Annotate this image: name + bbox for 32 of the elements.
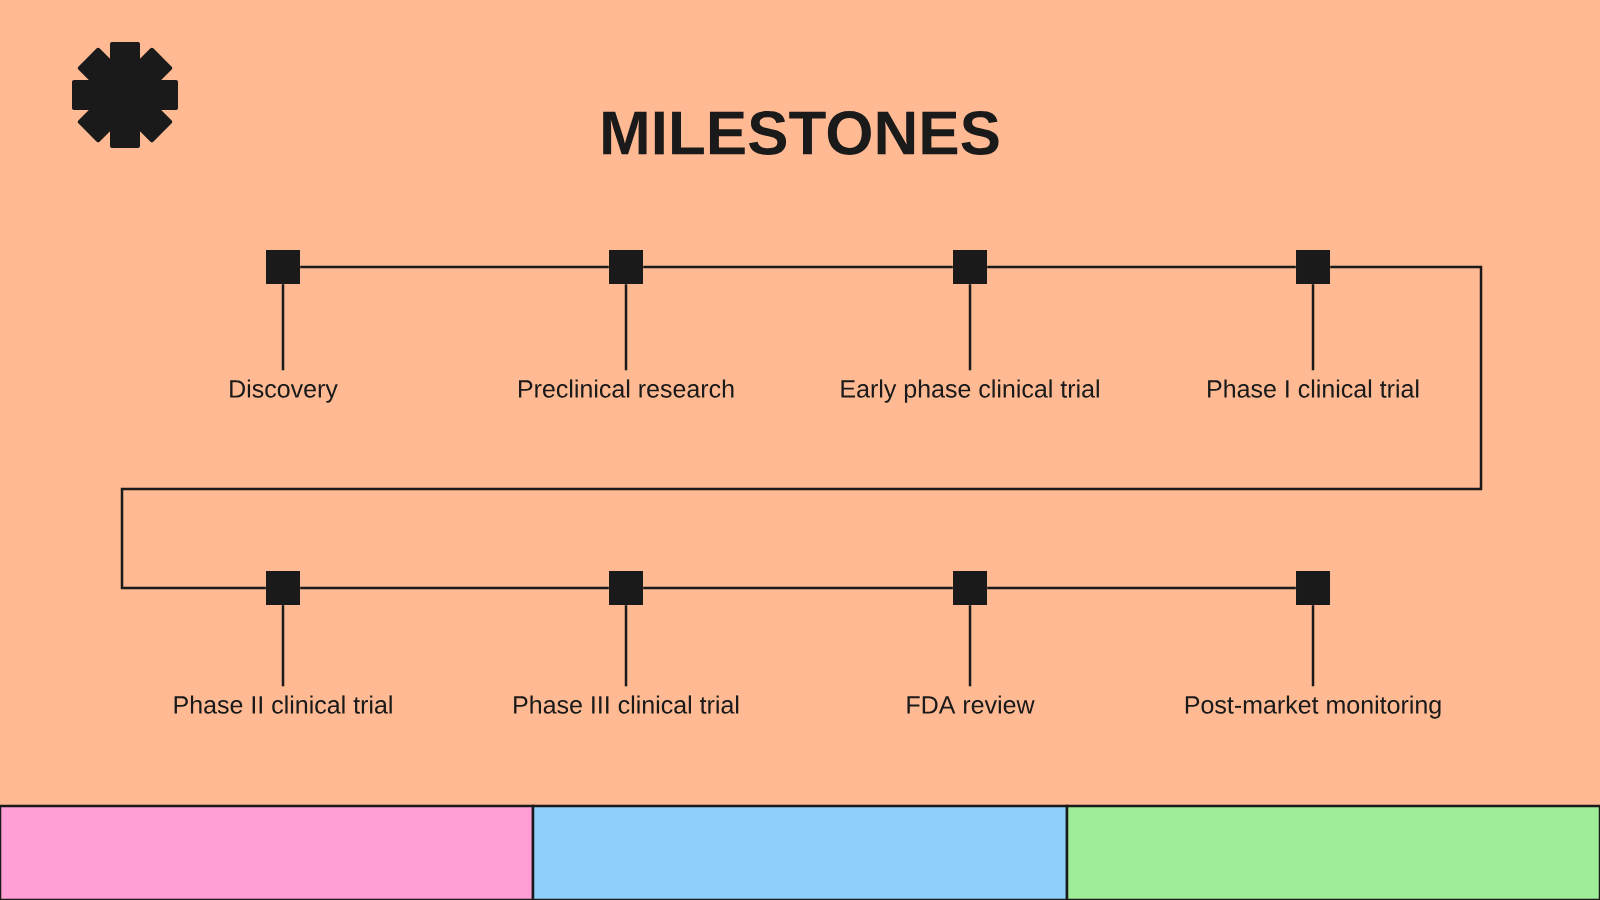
timeline-line (300, 265, 609, 269)
stem-line (624, 284, 628, 371)
timeline-line (643, 265, 953, 269)
timeline-line (987, 586, 1296, 590)
stem-line (1311, 605, 1315, 687)
milestone-marker (1296, 571, 1330, 605)
milestone-marker (266, 571, 300, 605)
milestone-label: Post-market monitoring (1185, 695, 1441, 719)
milestone-marker (953, 571, 987, 605)
milestone-label: Phase I clinical trial (1208, 379, 1419, 398)
milestone-marker (609, 250, 643, 284)
title: MILESTONES (603, 111, 999, 155)
stem-line (1311, 284, 1315, 371)
milestone-marker (266, 250, 300, 284)
timeline-line (643, 586, 953, 590)
stem-line (281, 284, 285, 371)
stem-line (281, 605, 285, 687)
stem-line (968, 605, 972, 687)
timeline-line (120, 265, 1483, 590)
milestone-label: Phase II clinical trial (174, 695, 392, 714)
milestone-marker (609, 571, 643, 605)
milestone-marker (953, 250, 987, 284)
milestone-label: Phase III clinical trial (514, 695, 739, 714)
timeline-line (300, 586, 609, 590)
timeline-line (987, 265, 1296, 269)
milestone-label: FDA review (907, 695, 1035, 714)
milestone-label: Discovery (230, 379, 338, 403)
milestone-label: Early phase clinical trial (841, 379, 1099, 403)
milestone-label: Preclinical research (519, 379, 734, 398)
stem-line (968, 284, 972, 371)
stem-line (624, 605, 628, 687)
milestone-marker (1296, 250, 1330, 284)
